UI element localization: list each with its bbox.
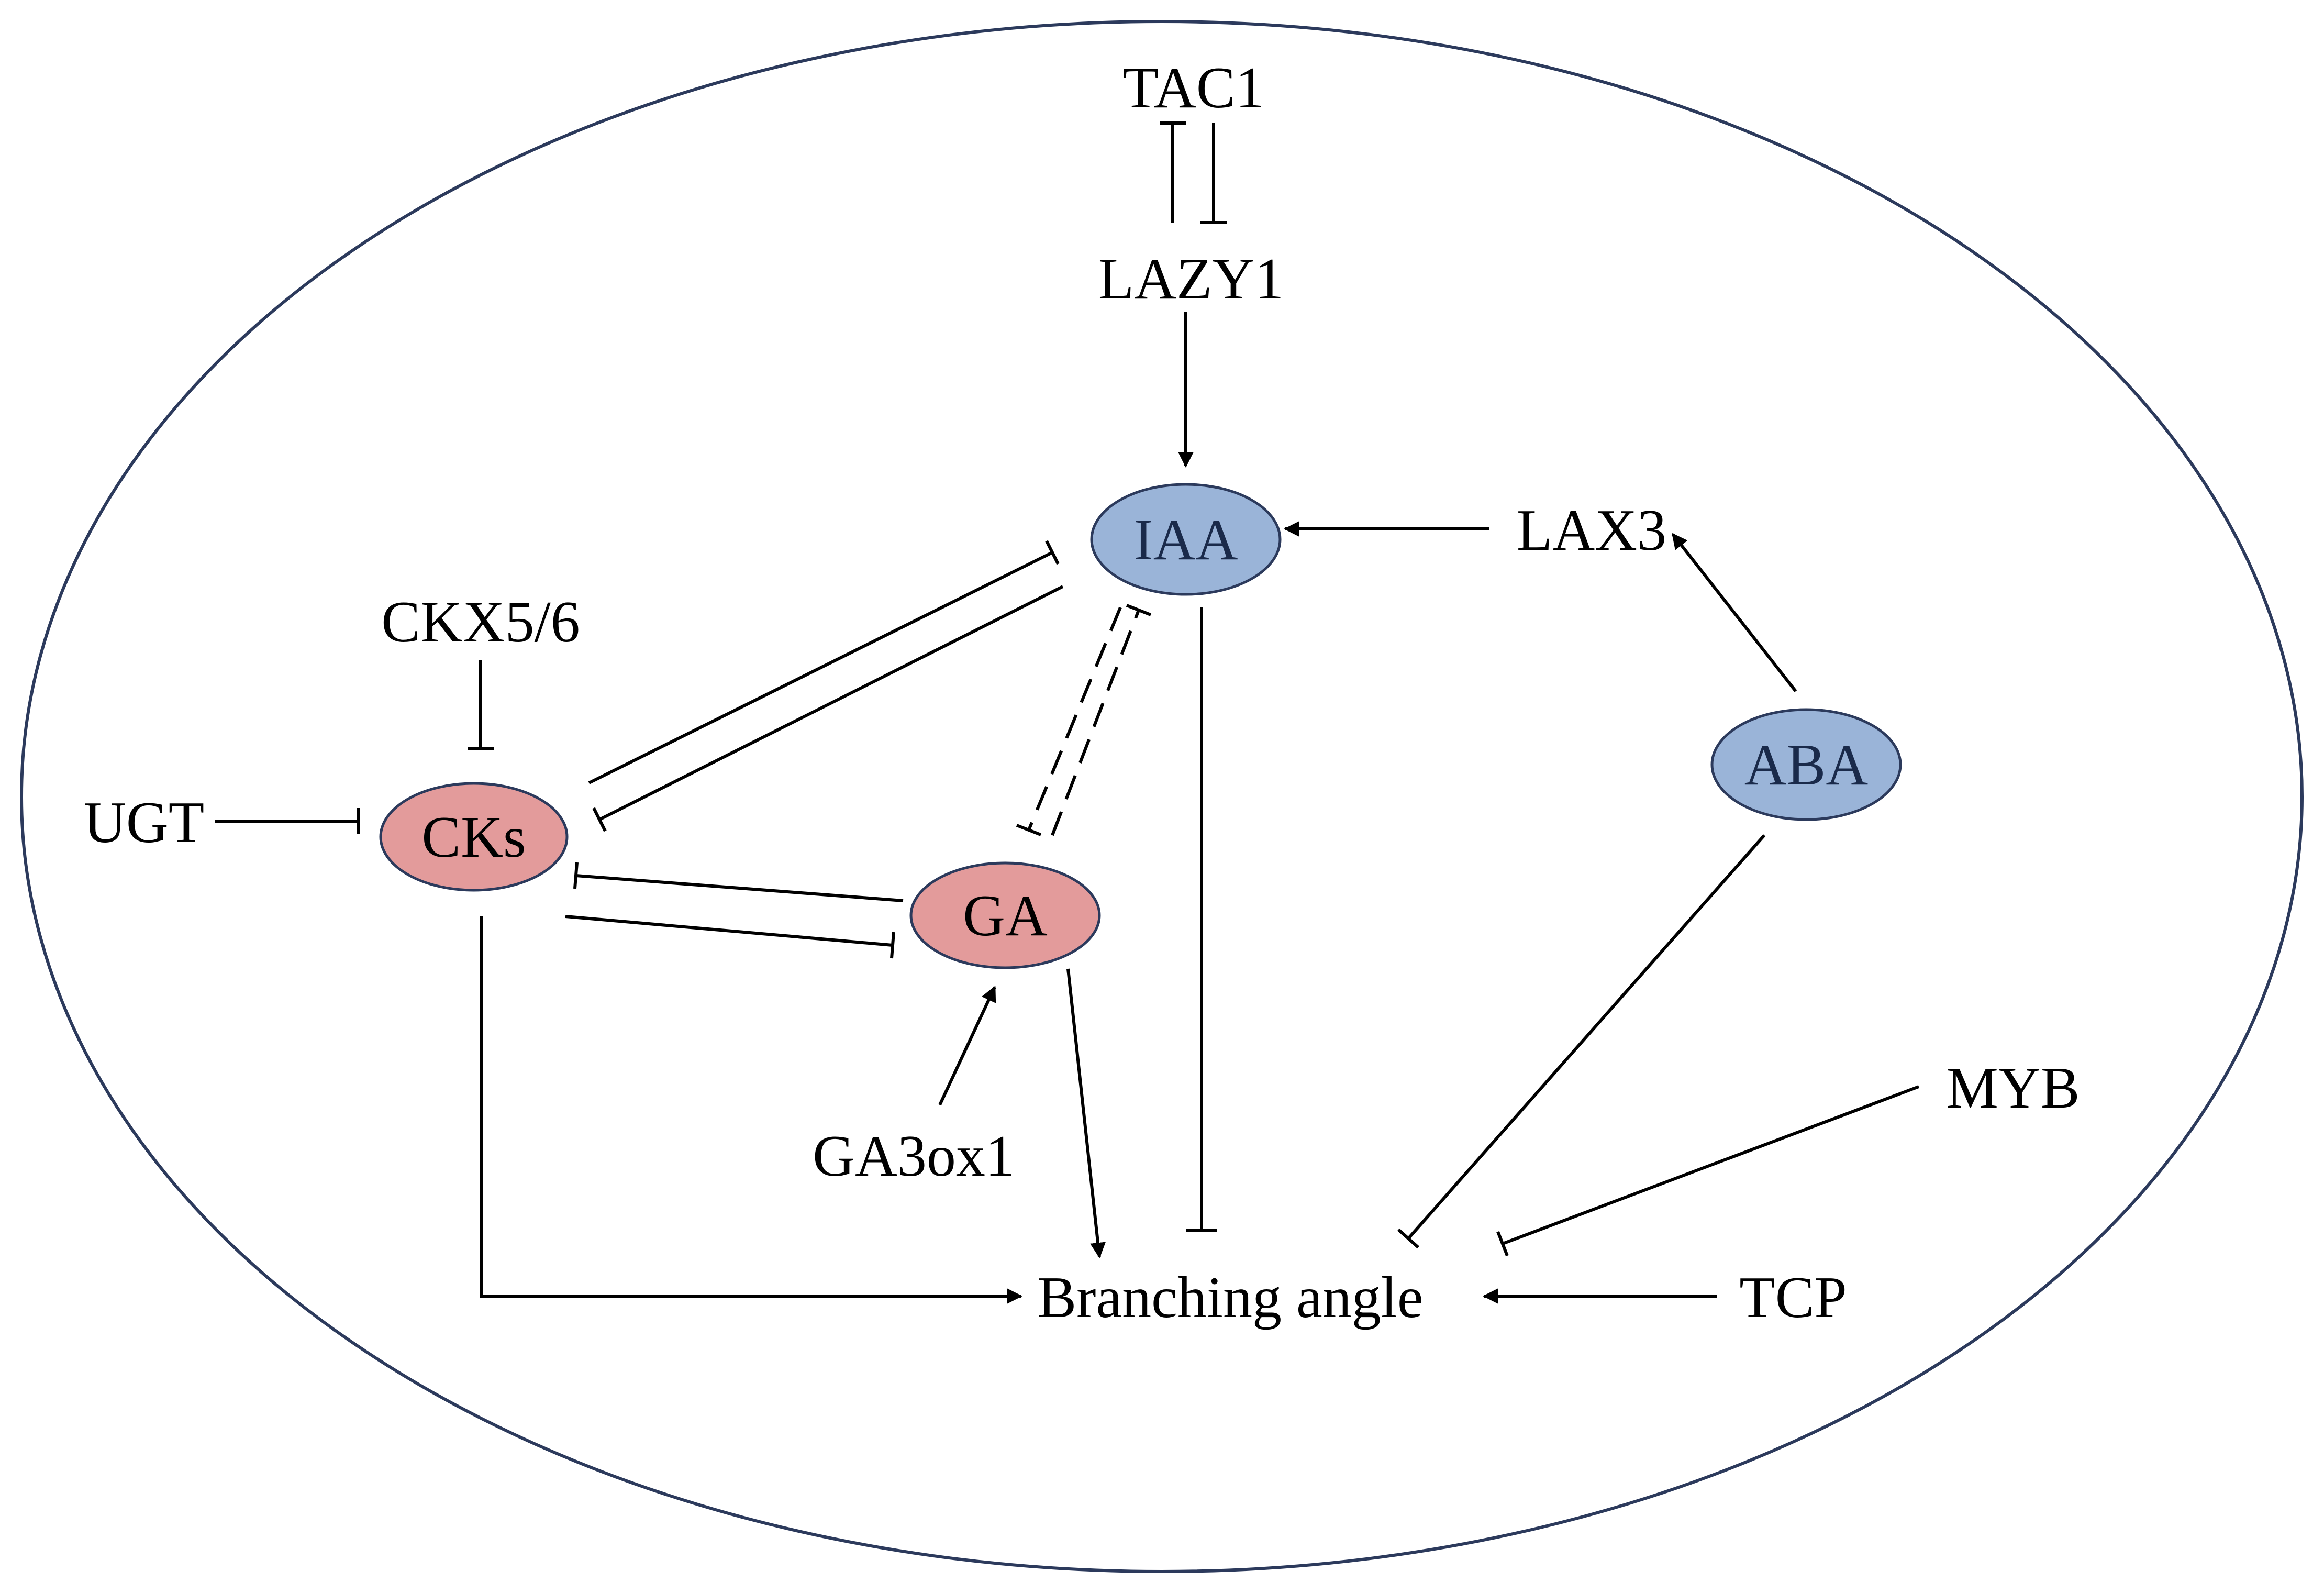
edge-cks-inhibits-iaa: [588, 551, 1053, 784]
edge-aba-inhibits-branching-bar: [1397, 1228, 1420, 1249]
aba-label: ABA: [1744, 733, 1869, 798]
edge-cks-inhibits-iaa-bar: [1045, 540, 1060, 565]
edge-aba-activates-lax3: [1671, 533, 1797, 692]
node-iaa: IAA: [1090, 483, 1282, 596]
node-aba: ABA: [1710, 708, 1902, 821]
node-cks: CKs: [379, 782, 569, 892]
edge-cks-activates-branching: [480, 916, 1022, 1304]
edge-iaa-inhibits-ga-bar: [1016, 824, 1042, 836]
myb-label: MYB: [1946, 1056, 2080, 1121]
ga-ellipse: [909, 861, 1101, 969]
tac1-label: TAC1: [1122, 56, 1264, 120]
ugt-label: UGT: [84, 790, 204, 855]
edge-ga-inhibits-cks: [575, 874, 904, 902]
edge-iaa-inhibits-ga: [1027, 606, 1122, 831]
edge-iaa-inhibits-cks-bar: [592, 807, 607, 832]
tcp-label: TCP: [1739, 1265, 1847, 1330]
ga3ox1-label: GA3ox1: [813, 1124, 1015, 1189]
lax3-label: LAX3: [1517, 498, 1666, 563]
iaa-label: IAA: [1133, 507, 1238, 572]
edge-cks-inhibits-ga-bar: [890, 932, 895, 959]
ckx-label: CKX5/6: [381, 590, 580, 655]
lazy1-label: LAZY1: [1098, 247, 1284, 312]
edge-ga-activates-branching: [1066, 968, 1106, 1258]
edge-iaa-inhibits-cks: [598, 585, 1064, 821]
ga-label: GA: [963, 883, 1048, 948]
edge-myb-inhibits-branching-bar: [1496, 1231, 1509, 1257]
node-ga: GA: [909, 861, 1101, 969]
cks-label: CKs: [421, 805, 526, 870]
edges: [215, 121, 1920, 1304]
edge-ga3ox1-activates-ga: [938, 986, 996, 1106]
edge-cks-inhibits-ga: [565, 915, 893, 947]
iaa-ellipse: [1090, 483, 1282, 596]
edge-myb-inhibits-branching: [1502, 1085, 1920, 1245]
boundary-ellipse: [20, 20, 2304, 1573]
edge-ga-inhibits-iaa-bar: [1126, 604, 1152, 616]
edge-ga-inhibits-iaa: [1051, 609, 1140, 836]
edge-aba-inhibits-branching: [1407, 834, 1766, 1240]
aba-ellipse: [1710, 708, 1902, 821]
edge-ga-inhibits-cks-bar: [573, 862, 579, 889]
cks-ellipse: [379, 782, 569, 892]
branching-angle-label: Branching angle: [1037, 1265, 1423, 1330]
